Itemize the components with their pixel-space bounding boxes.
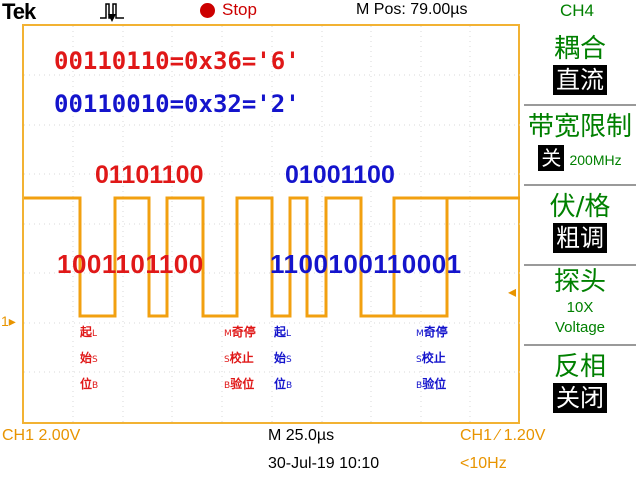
ch1-ground-marker[interactable]: 1▸ (1, 313, 16, 329)
stop-indicator-icon (200, 3, 215, 18)
menu-divider (524, 344, 636, 346)
trigger-readout: CH1 ∕ 1.20V (460, 427, 546, 444)
start-bit-marker: 起L 始S 位B (80, 325, 99, 391)
coupling-label: 耦合 (553, 34, 606, 64)
probe-type: Voltage (554, 319, 606, 336)
volts-div-label: 伏/格 (549, 192, 611, 222)
bottom-status-bar: CH1 2.00V M 25.0µs CH1 ∕ 1.20V 30-Jul-19… (0, 424, 640, 480)
frequency-readout: <10Hz (460, 455, 507, 472)
byte2-lsb-order: 01001100 (285, 161, 395, 189)
bandwidth-limit-menu-item[interactable]: 带宽限制 关 200MHz (520, 106, 640, 171)
coupling-menu-item[interactable]: 耦合 直流 (520, 28, 640, 95)
parity-stop-marker-2: M奇停 S校止 B验位 (416, 325, 448, 391)
byte1-lsb-order: 01101100 (95, 161, 204, 189)
probe-label: 探头 (553, 267, 606, 297)
parity-stop-marker-1: M奇停 S校止 B验位 (224, 325, 256, 391)
menu-divider (524, 104, 636, 106)
channel-menu-title: CH4 (560, 1, 595, 20)
byte1-formula: 00110110=0x36='6' (54, 47, 300, 75)
horizontal-position-readout: M Pos: 79.00µs (356, 1, 468, 18)
frame1-bit-sequence: 1001101100 (57, 249, 204, 279)
menu-divider (524, 184, 636, 186)
byte2-formula: 00110010=0x32='2' (54, 90, 300, 118)
start-bit-marker-2: 起L 始S 位B (274, 325, 293, 391)
menu-divider (524, 264, 636, 266)
datetime-readout: 30-Jul-19 10:10 (268, 455, 380, 472)
trigger-position-icon (98, 0, 138, 24)
bandwidth-limit-freq: 200MHz (569, 152, 622, 168)
coupling-value: 直流 (553, 65, 607, 95)
timebase-readout: M 25.0µs (268, 427, 335, 444)
run-state-label[interactable]: Stop (222, 0, 257, 19)
volts-div-value: 粗调 (553, 223, 607, 253)
bandwidth-limit-label: 带宽限制 (527, 112, 632, 142)
waveform-plot (24, 26, 520, 422)
status-bar: Tek Stop M Pos: 79.00µs CH4 (0, 0, 640, 24)
ch1-scale-readout: CH1 2.00V (2, 427, 81, 444)
brand-logo: Tek (2, 0, 36, 24)
volts-div-menu-item[interactable]: 伏/格 粗调 (520, 186, 640, 253)
channel-side-menu: 耦合 直流 带宽限制 关 200MHz 伏/格 粗调 探头 10X Voltag… (520, 24, 640, 424)
bandwidth-limit-value: 关 (538, 145, 565, 171)
invert-value: 关闭 (553, 383, 607, 413)
trigger-level-marker[interactable]: ◂ (508, 282, 517, 301)
frame2-bit-sequence: 1100100110001 (270, 249, 462, 279)
scope-display (22, 24, 520, 424)
invert-label: 反相 (553, 352, 606, 382)
probe-ratio: 10X (566, 299, 594, 316)
probe-menu-item[interactable]: 探头 10X Voltage (520, 266, 640, 338)
invert-menu-item[interactable]: 反相 关闭 (520, 346, 640, 413)
